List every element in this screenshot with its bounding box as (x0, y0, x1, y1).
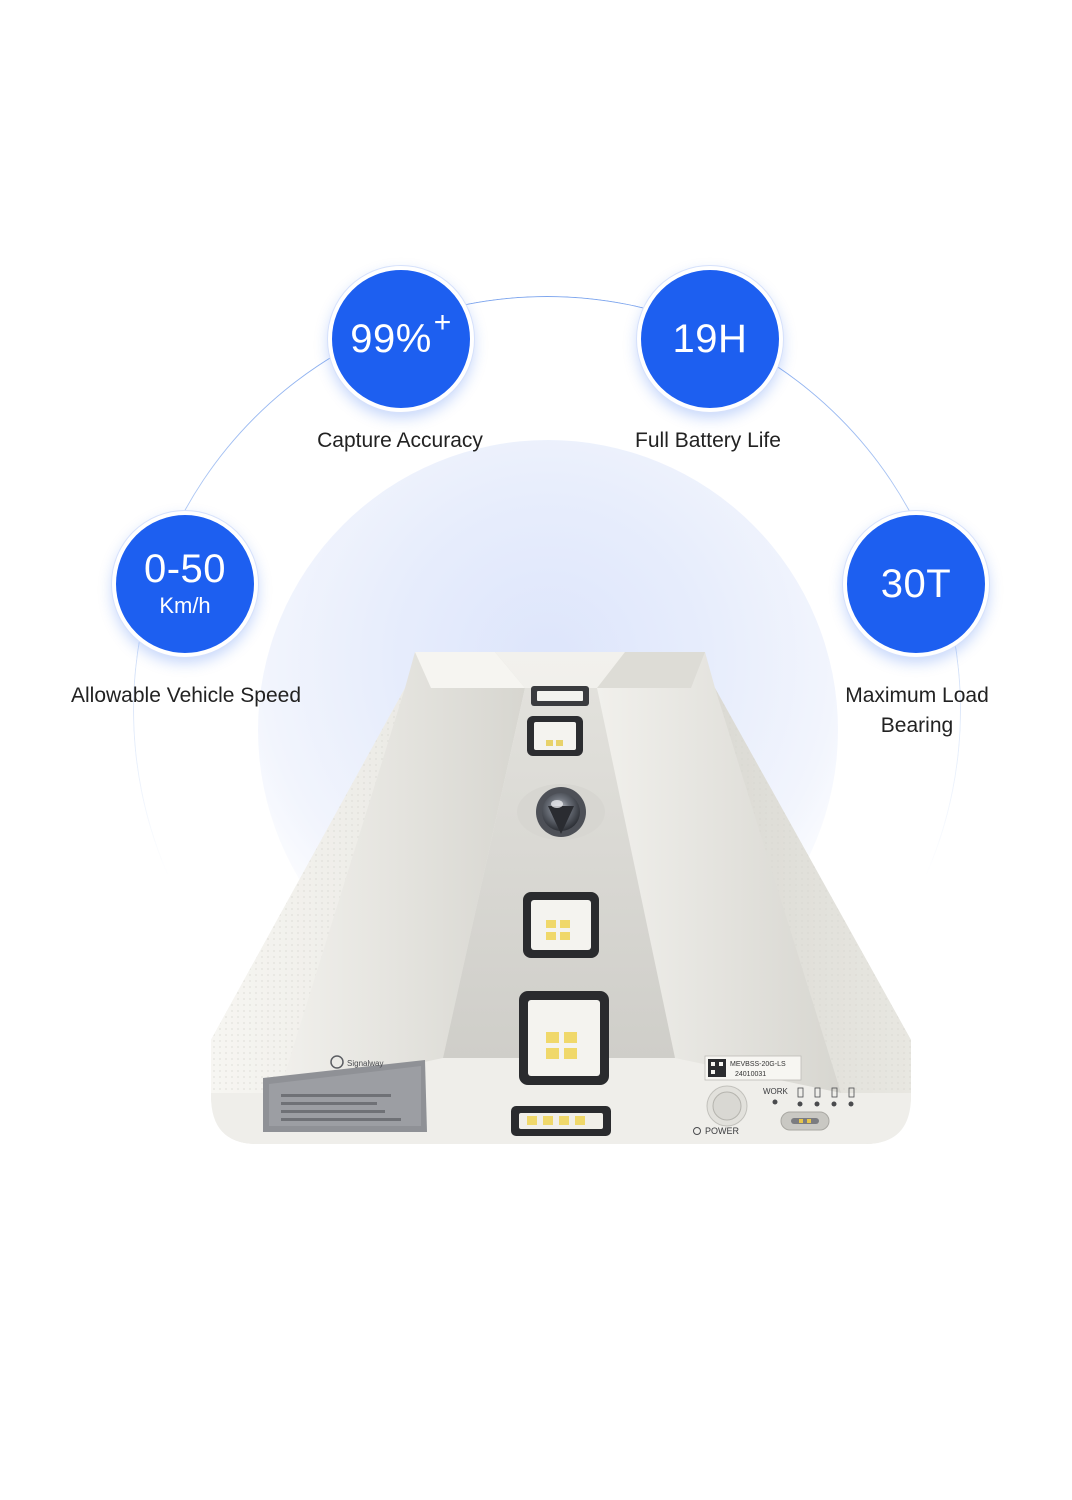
speed-value: 0-50 (143, 547, 227, 591)
accuracy-value: 99% (350, 317, 432, 361)
left-ridge (279, 652, 525, 1093)
load-caption: Maximum Load Bearing (845, 684, 989, 737)
qr-code-icon (708, 1059, 726, 1077)
right-ridge (597, 652, 841, 1093)
battery-level-icon (797, 1087, 804, 1098)
serial-model: MEVBSS-20G-LS (730, 1061, 786, 1068)
power-label: POWER (705, 1126, 740, 1136)
load-value: 30T (880, 562, 952, 606)
central-channel (443, 688, 675, 1058)
accuracy-badge: 99%+ (328, 266, 474, 412)
speed-badge: 0-50 Km/h (112, 511, 258, 657)
load-badge: 30T (843, 511, 989, 657)
work-indicator (772, 1099, 778, 1105)
serial-number: 24010031 (735, 1071, 766, 1078)
work-label: WORK (763, 1087, 789, 1096)
signalway-logo-icon (330, 1055, 344, 1069)
power-button[interactable] (712, 1091, 742, 1121)
speed-unit: Km/h (159, 593, 211, 618)
speed-caption: Allowable Vehicle Speed (71, 684, 301, 707)
scanner-device: Signalway MEVBSS-20G-LS 24010031 POWER W… (211, 652, 911, 1144)
accuracy-caption: Capture Accuracy (317, 429, 483, 452)
power-icon (693, 1127, 701, 1135)
battery-caption: Full Battery Life (635, 429, 781, 452)
battery-value: 19H (672, 317, 748, 361)
battery-badge: 19H (637, 266, 783, 412)
accuracy-plus: + (433, 305, 452, 339)
nameplate-brand: Signalway (347, 1059, 383, 1068)
